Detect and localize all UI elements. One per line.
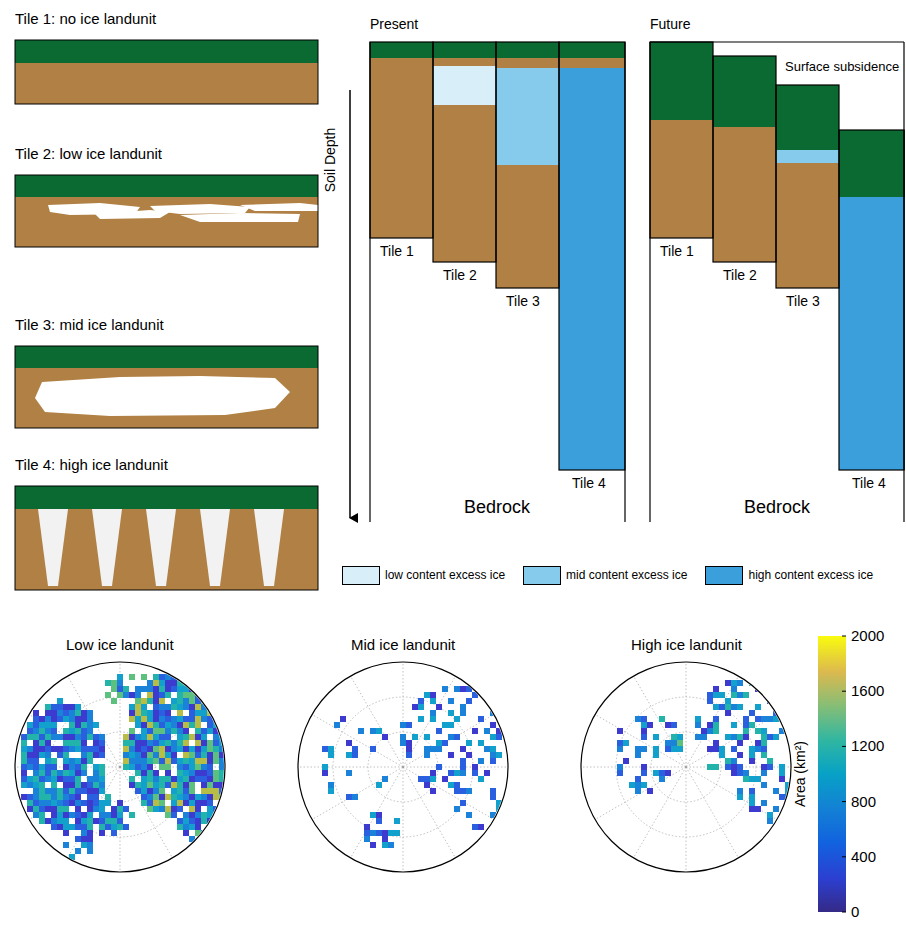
panel-title: Tile 4: high ice landunit xyxy=(15,456,168,473)
colorbar-tick: 800 xyxy=(851,793,876,810)
label: Tile 4 xyxy=(572,475,606,491)
tile-illustration: Tile 4: high ice landunit xyxy=(15,456,318,592)
label: Future xyxy=(650,16,690,32)
tile-illustration: Tile 1: no ice landunit xyxy=(15,10,318,106)
legend-swatch xyxy=(523,566,561,585)
colorbar xyxy=(818,636,846,912)
colorbar-tick: 1200 xyxy=(851,737,884,754)
label: Tile 3 xyxy=(786,293,820,309)
future-columns xyxy=(650,42,905,522)
legend-swatch xyxy=(705,566,743,585)
legend-text: mid content excess ice xyxy=(566,569,687,583)
colorbar-tick: 1600 xyxy=(851,682,884,699)
colorbar-tick: 400 xyxy=(851,848,876,865)
panel-title: Tile 3: mid ice landunit xyxy=(15,316,164,333)
tile-illustration: Tile 2: low ice landunit xyxy=(15,145,318,249)
panel-title: Mid ice landunit xyxy=(351,636,455,653)
panel-title: Low ice landunit xyxy=(66,636,174,653)
label: Surface subsidence xyxy=(785,60,899,75)
legend-swatch xyxy=(342,566,380,585)
label: Tile 3 xyxy=(506,293,540,309)
colorbar-tick: 2000 xyxy=(851,627,884,644)
axis-label: Soil Depth xyxy=(322,128,338,193)
label: Tile 2 xyxy=(443,267,477,283)
panel-title: Tile 1: no ice landunit xyxy=(15,10,156,27)
label: Bedrock xyxy=(464,497,530,518)
label: Tile 4 xyxy=(852,475,886,491)
map-panel: Mid ice landunit xyxy=(295,636,511,874)
axis-label: Area (km²) xyxy=(792,741,808,807)
map-panel: Low ice landunit xyxy=(12,636,228,874)
label: Present xyxy=(370,16,418,32)
label: Bedrock xyxy=(744,497,810,518)
tile-illustration: Tile 3: mid ice landunit xyxy=(15,316,318,430)
depth-arrow xyxy=(349,90,351,518)
legend-text: low content excess ice xyxy=(385,569,505,583)
panel-title: High ice landunit xyxy=(631,636,742,653)
maps xyxy=(10,657,796,877)
map-panel: High ice landunit xyxy=(578,636,794,874)
label: Tile 1 xyxy=(660,243,694,259)
legend-text: high content excess ice xyxy=(748,569,873,583)
panel-title: Tile 2: low ice landunit xyxy=(15,145,162,162)
label: Tile 2 xyxy=(723,267,757,283)
present-columns xyxy=(370,42,625,522)
label: Tile 1 xyxy=(380,243,414,259)
colorbar-tick: 0 xyxy=(851,903,859,920)
tile-illustrations xyxy=(15,40,318,590)
